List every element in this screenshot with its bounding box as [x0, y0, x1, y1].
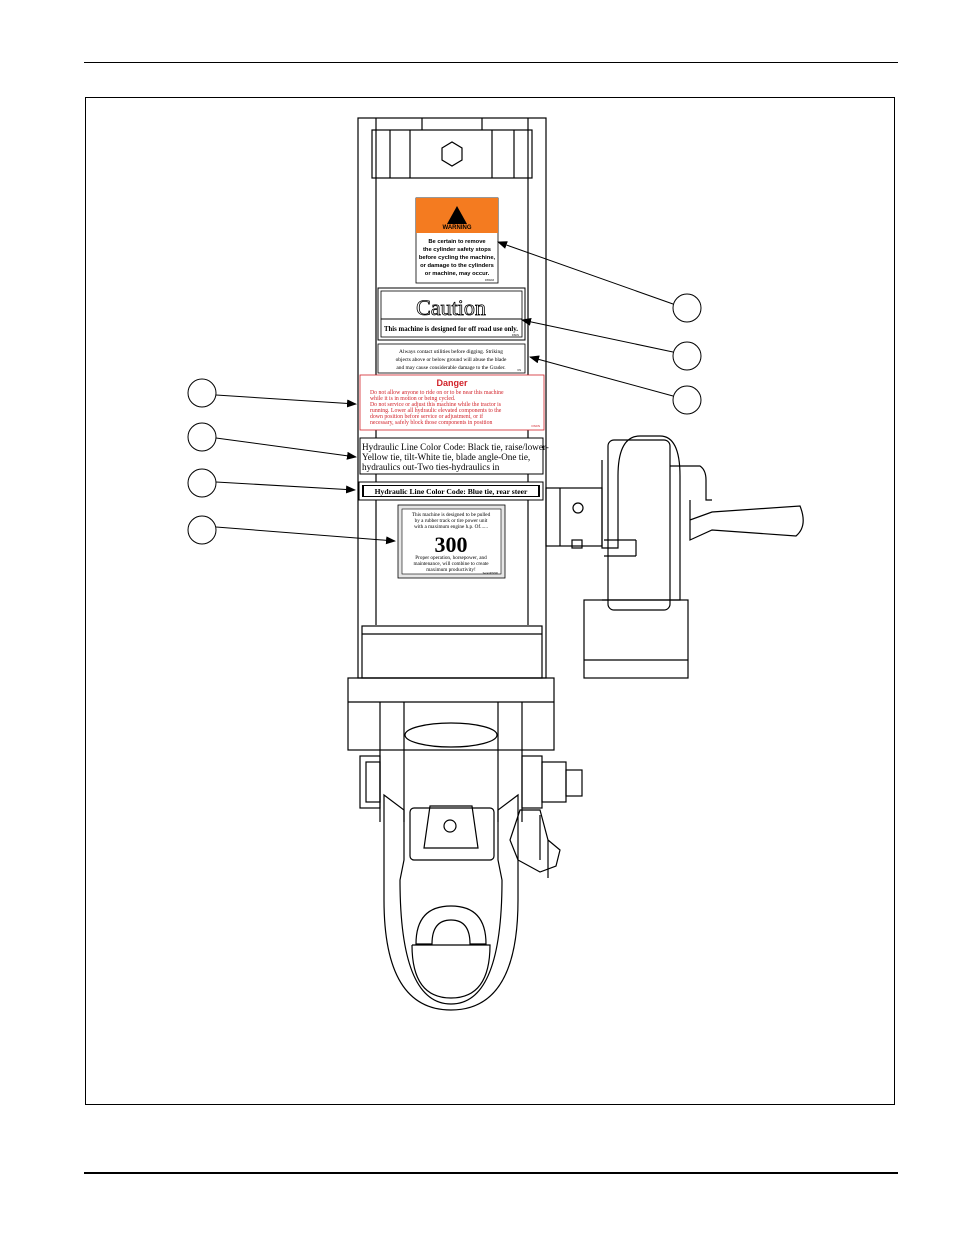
warning-line: before cycling the machine,: [419, 255, 496, 261]
callout-leader: [215, 526, 396, 545]
warning-decal: WARNING Be certain to remove the cylinde…: [415, 197, 499, 284]
callout-circle: [187, 468, 217, 498]
danger-line: running. Lower all hydraulic elevated co…: [370, 408, 502, 414]
danger-line: Do not allow anyone to ride on or to be …: [370, 390, 504, 396]
capacity-decal: This machine is designed to be pulled by…: [397, 504, 506, 579]
footer-rule: [84, 1172, 898, 1174]
swivel-ring: [404, 722, 498, 748]
warning-code: DSWN3: [485, 279, 495, 282]
hydraulic-coupler: [545, 487, 603, 547]
warning-line: the cylinder safety stops: [423, 247, 491, 253]
hydraulic-line: Yellow tie, tilt-White tie, blade angle-…: [362, 452, 530, 462]
callout-circle: [672, 341, 702, 371]
capacity-line: This machine is designed to be pulled: [412, 512, 491, 518]
capacity-number: 300: [435, 532, 468, 557]
callouts: [187, 241, 702, 545]
danger-code: DSDN: [531, 424, 540, 428]
danger-line: while it is in motion or being cycled.: [370, 396, 456, 402]
danger-line: Do not service or adjust this machine wh…: [370, 402, 502, 408]
danger-decal: Danger Do not allow anyone to ride on or…: [359, 374, 545, 431]
callout-leader: [215, 437, 357, 460]
utilities-line: and may cause considerable damage to the…: [396, 365, 505, 371]
hydraulic-color-code-decal: Hydraulic Line Color Code: Black tie, ra…: [359, 437, 549, 475]
capacity-code: Serial #DS300: [483, 572, 499, 575]
capacity-line: Proper operation, horsepower, and: [415, 555, 487, 561]
utilities-line: objects above or below ground will abuse…: [396, 357, 507, 363]
rear-steer-text: Hydraulic Line Color Code: Blue tie, rea…: [375, 487, 528, 496]
top-cap: [371, 129, 533, 179]
rear-steer-decal: Hydraulic Line Color Code: Blue tie, rea…: [358, 481, 544, 501]
capacity-line: maintenance, will combine to create: [413, 561, 489, 567]
warning-line: Be certain to remove: [428, 239, 486, 245]
figure-frame: [85, 97, 895, 1105]
caution-code: DSCN: [512, 334, 519, 337]
warning-header: WARNING: [443, 225, 472, 231]
utilities-code: NS: [518, 369, 522, 372]
warning-line: or machine, may occur.: [425, 271, 490, 277]
warning-line: or damage to the cylinders: [420, 263, 494, 269]
callout-circle: [187, 422, 217, 452]
callout-leader: [215, 394, 357, 408]
valve-body: [601, 435, 681, 601]
danger-title: Danger: [436, 378, 468, 388]
top-bolt: [441, 141, 463, 167]
callout-leader: [521, 317, 674, 353]
hitch-plate: [347, 677, 555, 751]
machine-drawing: [347, 117, 804, 1011]
hydraulic-line: Hydraulic Line Color Code: Black tie, ra…: [362, 442, 549, 452]
header-rule: [84, 62, 898, 63]
capacity-line: with a maximum engine h.p. Of......: [414, 523, 488, 530]
callout-leader: [497, 241, 674, 305]
caution-decal: Caution This machine is designed for off…: [377, 287, 526, 341]
hydraulic-line: hydraulics out-Two ties-hydraulics in: [362, 462, 500, 472]
callout-circle: [672, 293, 702, 323]
capacity-line: maximum productivity!: [426, 567, 476, 573]
caution-title: Caution: [416, 295, 486, 320]
danger-line: necessary, safely block those components…: [370, 419, 493, 426]
utilities-decal: Always contact utilities before digging.…: [377, 343, 526, 374]
callout-leader: [529, 355, 674, 397]
danger-line: down position before service or adjustme…: [370, 413, 483, 420]
callout-leader: [215, 481, 356, 494]
callout-circle: [187, 378, 217, 408]
capacity-line: by a rubber track or tire power unit: [415, 518, 488, 524]
hitch-eye-outline: [383, 793, 519, 1011]
warning-triangle-icon: [447, 206, 467, 224]
caution-text: This machine is designed for off road us…: [384, 326, 518, 333]
utilities-line: Always contact utilities before digging.…: [399, 348, 503, 355]
callout-circle: [187, 515, 217, 545]
callout-circle: [672, 385, 702, 415]
